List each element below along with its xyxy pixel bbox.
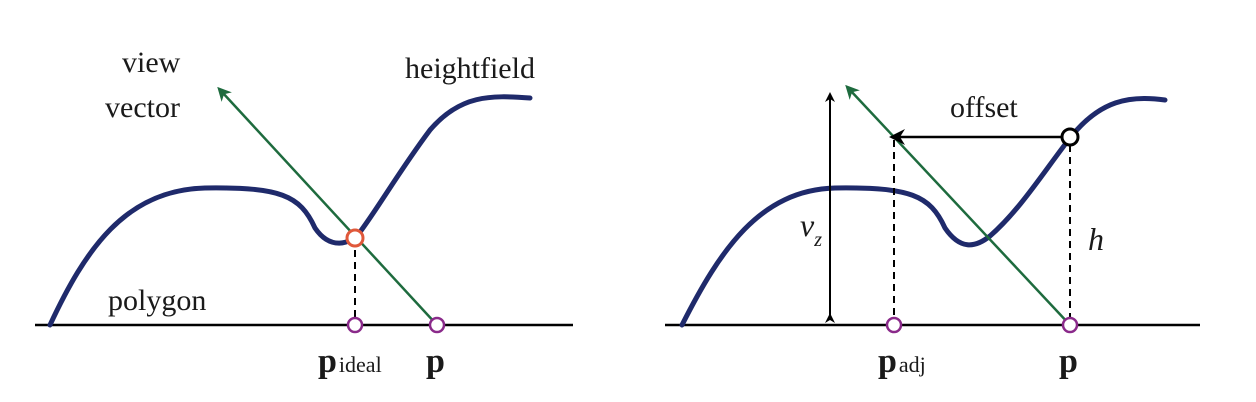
left-p-marker [428,316,446,334]
p-ideal-label: pideal [318,343,382,380]
left-heightfield-curve [47,94,533,328]
left-p-label: p [426,343,445,380]
vz-label: vz [800,207,822,251]
p-adj-main: p [878,343,897,380]
offset-label: offset [950,91,1018,124]
right-p-marker [1061,316,1079,334]
heightfield-label: heightfield [405,52,535,85]
p-ideal-main: p [318,343,337,380]
p-adj-label: padj [878,343,926,380]
right-p-label: p [1059,343,1078,380]
right-panel: offset vz h padj p [665,84,1200,380]
left-panel: view vector heightfield polygon pideal p [35,46,573,380]
p-ideal-sub: ideal [339,352,382,377]
right-heightfield-curve [679,95,1168,328]
left-p-ideal-marker [346,316,364,334]
vz-sub: z [813,229,822,251]
vz-main: v [800,207,815,243]
p-adj-sub: adj [899,352,926,377]
view-label-line2: vector [105,91,180,124]
polygon-label: polygon [108,284,206,317]
heightfield-sample-marker [1060,127,1080,147]
h-label: h [1088,221,1104,257]
p-adj-marker [885,316,903,334]
right-view-vector-arrow [845,84,1071,326]
left-view-vector-arrow [217,86,438,326]
view-label-line1: view [122,46,181,79]
left-intersection-marker [345,228,365,248]
